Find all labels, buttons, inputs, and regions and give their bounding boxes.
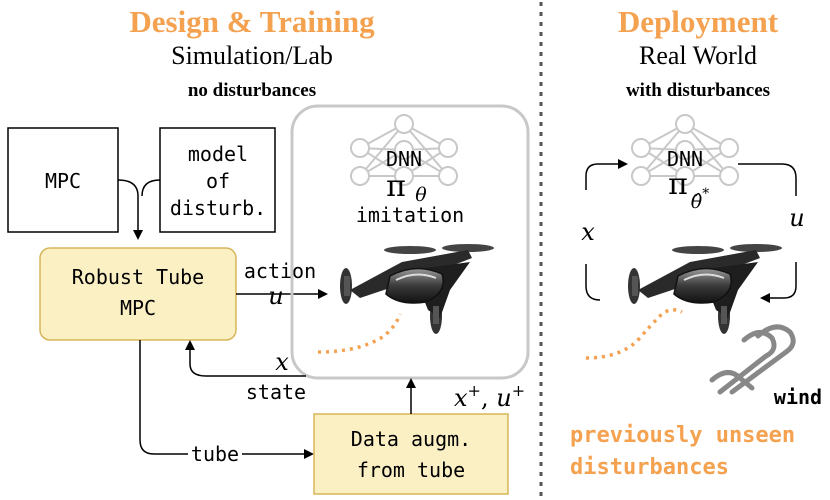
aug-label-1: Data augm.: [351, 427, 471, 451]
unseen-label-2: disturbances: [570, 455, 729, 480]
dnn-label-deploy: DNN: [667, 147, 703, 171]
neural-network-icon: [350, 114, 458, 186]
xplus-symbol: x+, u+: [454, 381, 525, 412]
robust-tube-mpc-box: [39, 247, 237, 341]
drone-icon: [340, 244, 494, 334]
mpc-box: [7, 127, 119, 233]
robust-label-2: MPC: [120, 296, 156, 320]
action-u-symbol: u: [268, 282, 283, 310]
mpc-label: MPC: [45, 169, 81, 193]
robust-label-1: Robust Tube: [72, 265, 204, 289]
right-subtitle: Real World: [639, 41, 757, 70]
disturbance-model-box: [159, 127, 276, 233]
tube-label-bg: [188, 443, 242, 465]
deploy-theta-symbol: θ̂*: [691, 186, 709, 213]
model-label-3: disturb.: [170, 196, 266, 220]
tube-label: tube: [191, 442, 239, 466]
deploy-u-symbol: u: [789, 204, 804, 232]
model-label-2: of: [206, 169, 230, 193]
deploy-action-arrow: [760, 262, 797, 303]
deploy-action-line: [738, 163, 797, 196]
deploy-x-symbol: x: [581, 218, 595, 246]
state-feedback-arrow: [185, 340, 306, 377]
policy-theta-symbol: θ: [415, 184, 427, 206]
deploy-trajectory: [585, 308, 683, 360]
tube-arrow: [139, 340, 314, 459]
action-label: action: [244, 259, 316, 283]
wind-label: wind: [774, 385, 822, 409]
left-title: Design & Training: [129, 4, 375, 39]
neural-network-icon-deploy: [631, 114, 739, 186]
data-augmentation-box: [313, 413, 509, 495]
left-note: no disturbances: [188, 80, 316, 101]
right-note: with disturbances: [626, 80, 770, 101]
mpc-merge-arrow: [117, 179, 143, 240]
left-subtitle: Simulation/Lab: [171, 41, 333, 70]
drone-icon-deploy: [628, 244, 782, 334]
policy-pi-symbol: π: [386, 169, 406, 204]
unseen-label-1: previously unseen: [570, 423, 795, 448]
left-trajectory: [317, 313, 402, 354]
aug-label-2: from tube: [357, 458, 465, 482]
model-merge-line: [141, 179, 161, 197]
state-label: state: [246, 380, 306, 404]
state-x-symbol: x: [275, 348, 289, 376]
deploy-pi-symbol: π: [668, 167, 688, 202]
dnn-label: DNN: [386, 147, 422, 171]
wind-icon: [709, 324, 796, 395]
imitation-label: imitation: [356, 203, 464, 227]
deploy-state-line: [585, 264, 601, 301]
right-title: Deployment: [618, 4, 779, 39]
model-label-1: model: [188, 142, 248, 166]
deploy-state-arrow: [585, 159, 628, 190]
